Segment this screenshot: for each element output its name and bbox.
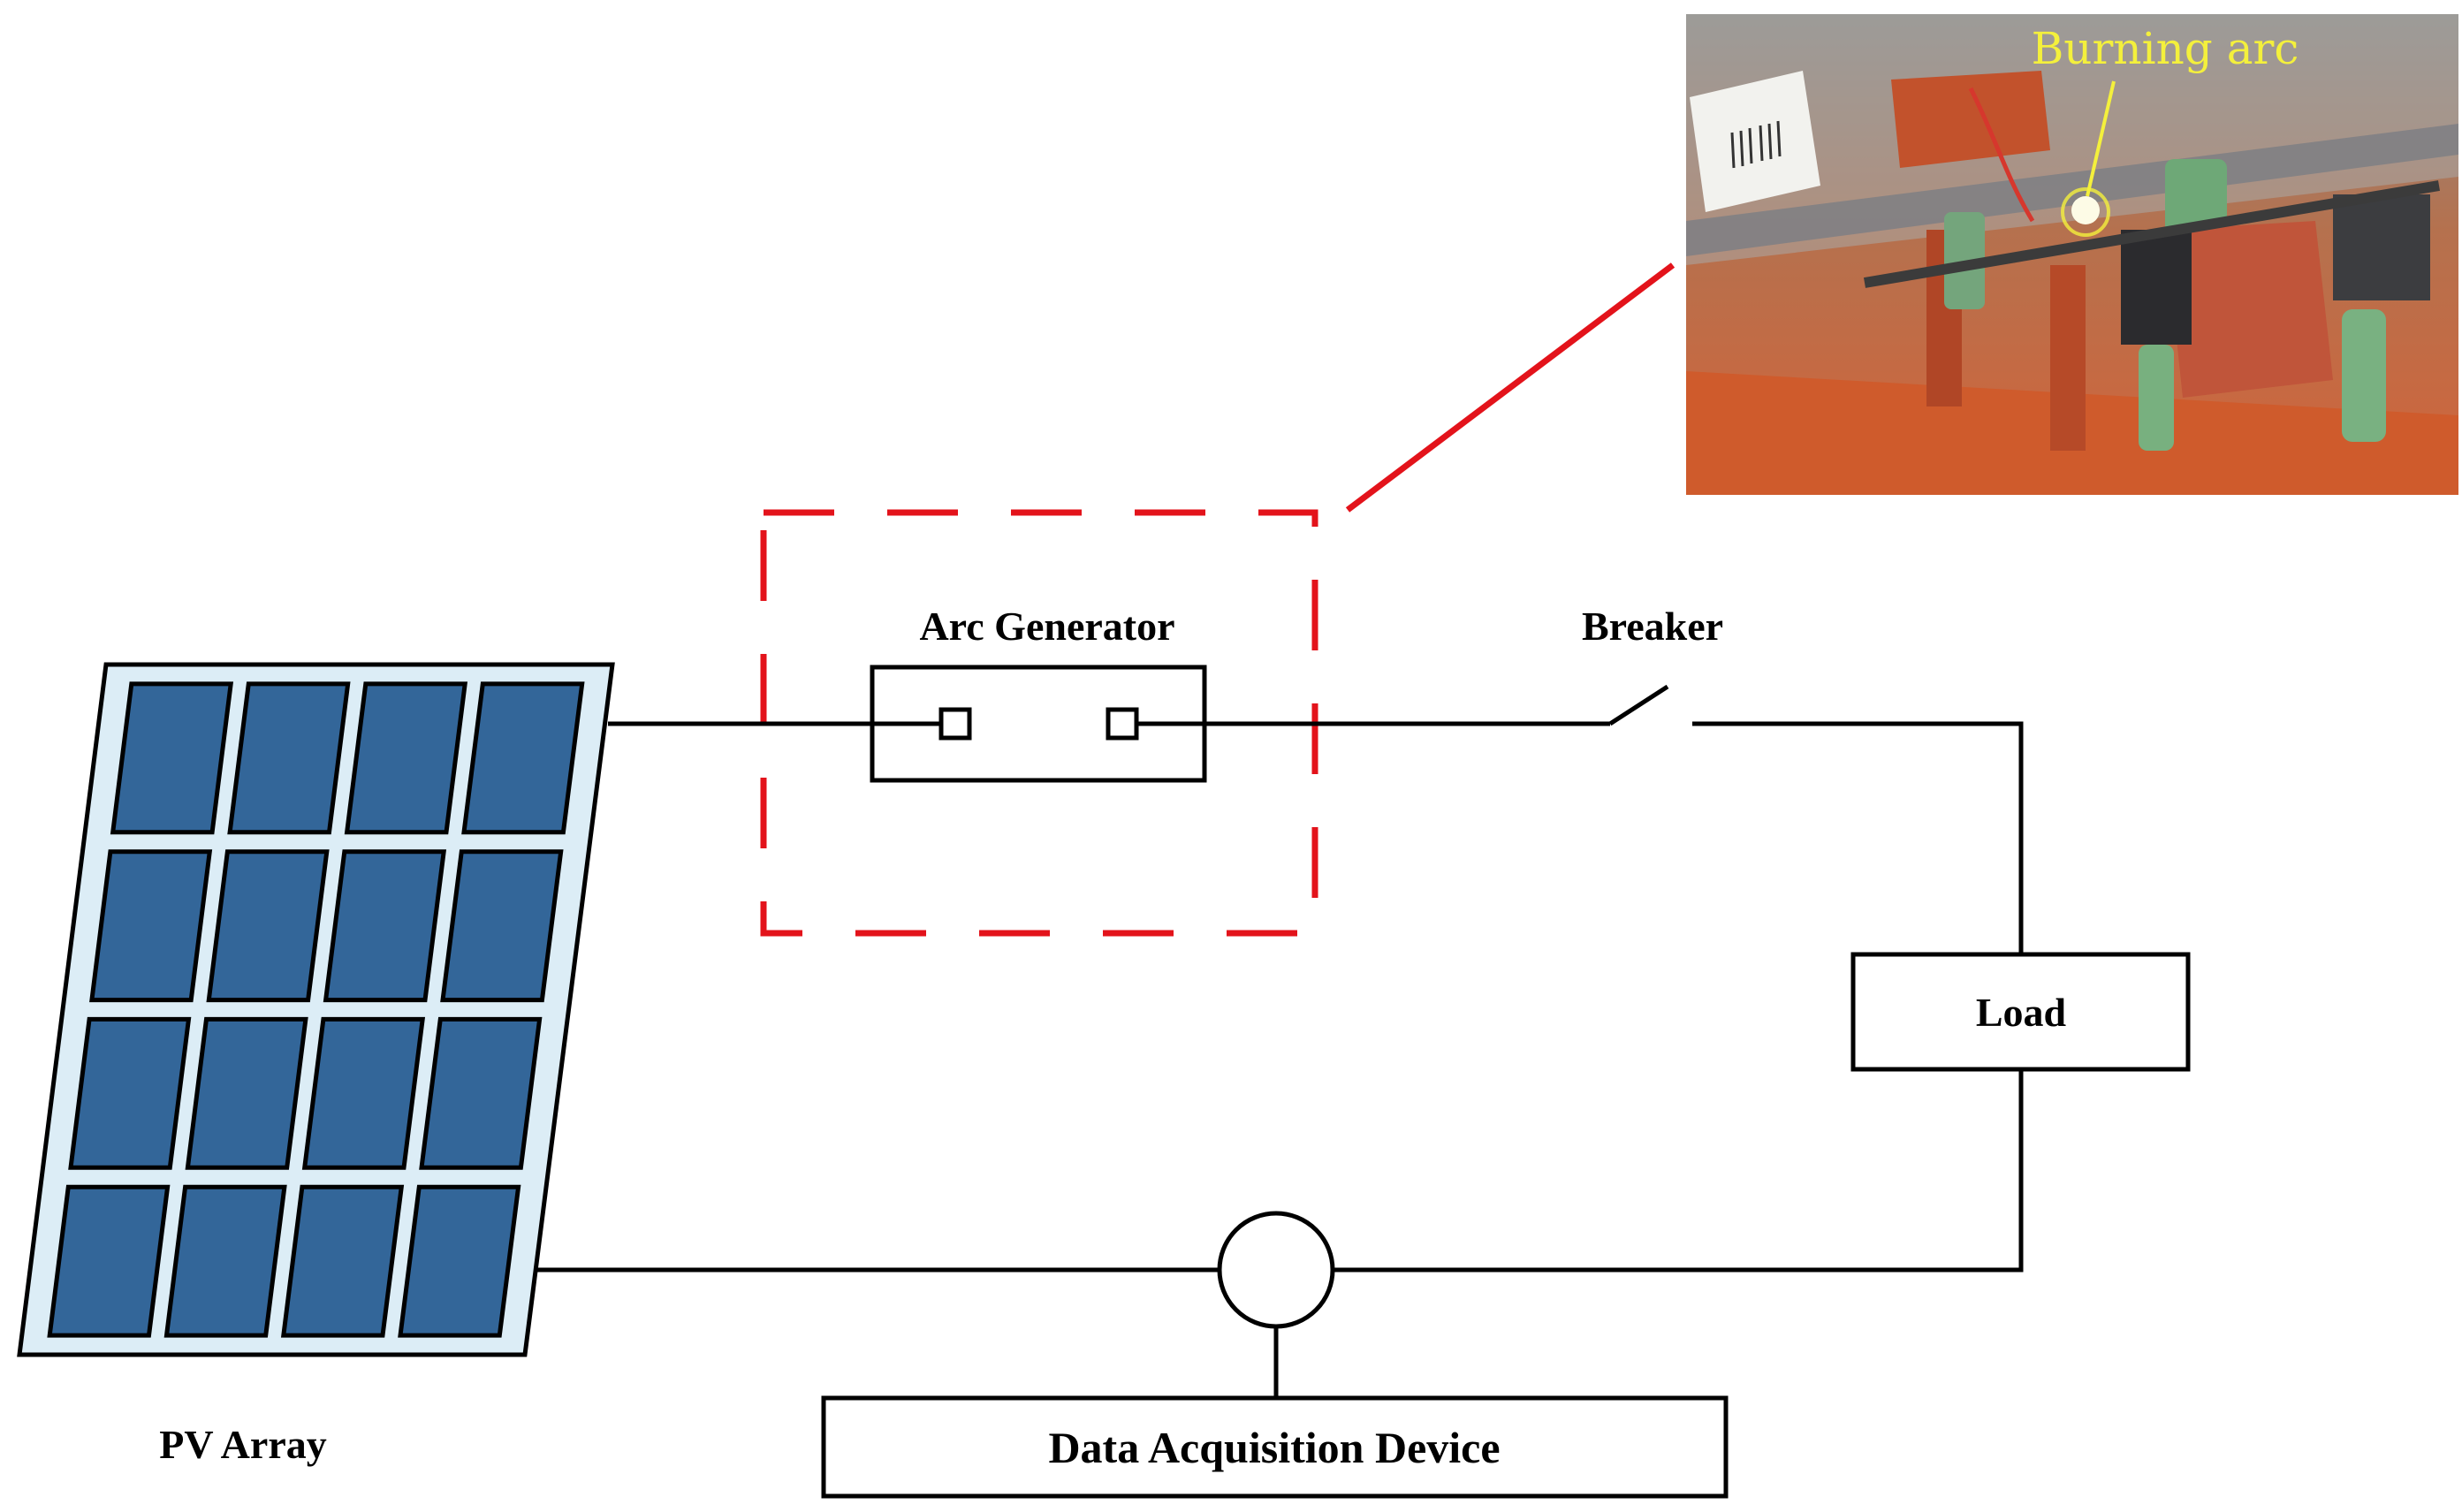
arc-generator-photo: Burning arc [1686,14,2458,495]
data-acquisition-label: Data Acquisition Device [1048,1423,1500,1472]
photo-frame-bar [1686,124,2458,256]
wire-breaker-to-load [1692,721,2024,954]
photo-annotation-pointer [2086,80,2116,197]
pv-cell [89,849,213,1003]
burning-arc-label: Burning arc [2032,23,2299,74]
pv-cell [163,1184,287,1338]
pv-cell [461,681,585,835]
data-acquisition-box [821,1395,1729,1499]
pv-cells [47,681,585,1338]
pv-cell [440,849,564,1003]
photo-sticker [1690,71,1820,212]
pv-cell [301,1016,426,1170]
photo-stepper [2333,194,2430,300]
breaker-blade [1608,684,1669,726]
pv-cell [227,681,351,835]
data-acquisition-device: Data Acquisition Device [821,1395,1729,1499]
breaker-label: Breaker [1582,604,1723,649]
arc-generator-highlight [760,262,1676,937]
photo-slider-block [2165,221,2333,398]
load: Load [1850,952,2191,1072]
pv-array-label: PV Array [159,1422,327,1467]
photo-motor [2121,230,2192,345]
pv-panel-frame [17,662,615,1357]
pv-array: PV Array [17,662,615,1467]
arc-electrode-left [938,707,972,741]
photo-red-wire [1968,87,2035,223]
pv-cell [323,849,447,1003]
photo-pillar-middle [2050,265,2086,451]
pv-cell [47,1184,171,1338]
photo-arc-glow [2061,187,2110,237]
photo-barcode [1730,120,1782,169]
load-label: Load [1976,990,2067,1035]
pv-cell [68,1016,192,1170]
pv-cell [344,681,468,835]
current-sensor [1217,1211,1335,1329]
pv-cell [280,1184,405,1338]
photo-threaded-rod [1863,180,2441,288]
photo-green-wheel-left [2139,345,2174,451]
arc-generator: Arc Generator [870,604,1207,783]
photo-arc-spot [2071,196,2100,224]
pv-cell [110,681,234,835]
pv-cell [206,849,330,1003]
pv-cell [419,1016,543,1170]
load-box [1850,952,2191,1072]
arc-generator-label: Arc Generator [919,604,1174,649]
photo-green-wheel-right [2342,309,2386,442]
arc-electrode-right [1106,707,1139,741]
highlight-connector-line [1345,262,1676,513]
wire-load-return [1333,1069,2024,1273]
pv-cell [398,1184,521,1338]
photo-block-upper [1891,71,2050,168]
pv-cell [185,1016,308,1170]
